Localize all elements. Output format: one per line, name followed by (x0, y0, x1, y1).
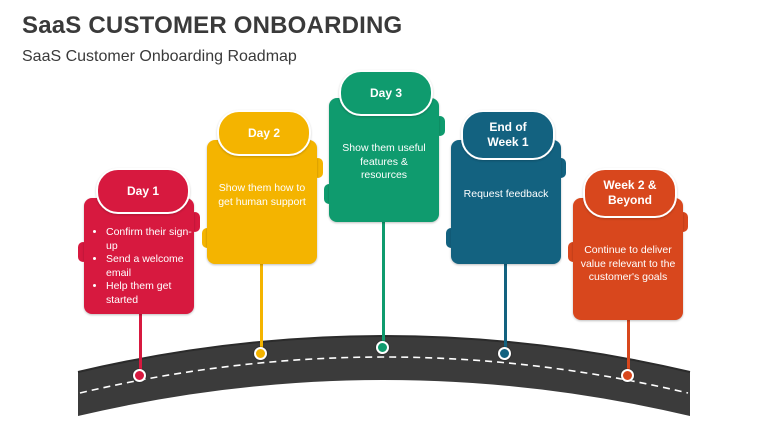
milestone-label: Day 2 (247, 125, 281, 140)
milestone-label-tab: Day 3 (339, 70, 433, 116)
milestone-label: Day 3 (369, 85, 403, 100)
milestone-description: Show them useful features & resources (342, 142, 426, 181)
milestone-label-tab: End of Week 1 (461, 110, 555, 160)
card-knob (435, 116, 445, 136)
milestone-marker (376, 341, 389, 354)
milestone-label: Day 1 (126, 183, 160, 198)
page-subtitle: SaaS Customer Onboarding Roadmap (22, 48, 297, 65)
milestone-label-tab: Day 2 (217, 110, 311, 156)
card-knob (678, 212, 688, 232)
milestone-marker (621, 369, 634, 382)
road-center-line (79, 356, 689, 394)
milestone-stem (139, 312, 142, 374)
milestone-label: Week 2 & Beyond (603, 178, 657, 207)
milestone-card: Confirm their sign-up Send a welcome ema… (84, 198, 194, 314)
milestone-label: End of Week 1 (487, 120, 529, 149)
milestone-stem (627, 318, 630, 374)
milestone-label-tab: Week 2 & Beyond (583, 168, 677, 218)
milestone-marker (133, 369, 146, 382)
milestone-card: Show them useful features & resources (329, 98, 439, 222)
milestone-marker (498, 347, 511, 360)
card-knob (78, 242, 88, 262)
milestone-card: Request feedback (451, 140, 561, 264)
milestone-item: Help them get started (106, 280, 198, 307)
milestone-card: Show them how to get human support (207, 140, 317, 264)
milestone-description: Continue to deliver value relevant to th… (580, 244, 676, 283)
milestone-stem (382, 220, 385, 344)
milestone-item: Send a welcome email (106, 253, 198, 280)
milestone-description: Request feedback (463, 188, 549, 200)
page-title: SaaS CUSTOMER ONBOARDING (22, 12, 403, 39)
milestone-card: Continue to deliver value relevant to th… (573, 198, 683, 320)
milestone-items: Confirm their sign-up Send a welcome ema… (92, 226, 198, 307)
milestone-stem (504, 262, 507, 350)
card-knob (313, 158, 323, 178)
milestone-marker (254, 347, 267, 360)
milestone-description: Show them how to get human support (218, 182, 306, 208)
card-knob (556, 158, 566, 178)
milestone-item: Confirm their sign-up (106, 226, 198, 253)
road-surface (78, 336, 690, 416)
milestone-stem (260, 262, 263, 350)
card-knob (190, 212, 200, 232)
milestone-label-tab: Day 1 (96, 168, 190, 214)
